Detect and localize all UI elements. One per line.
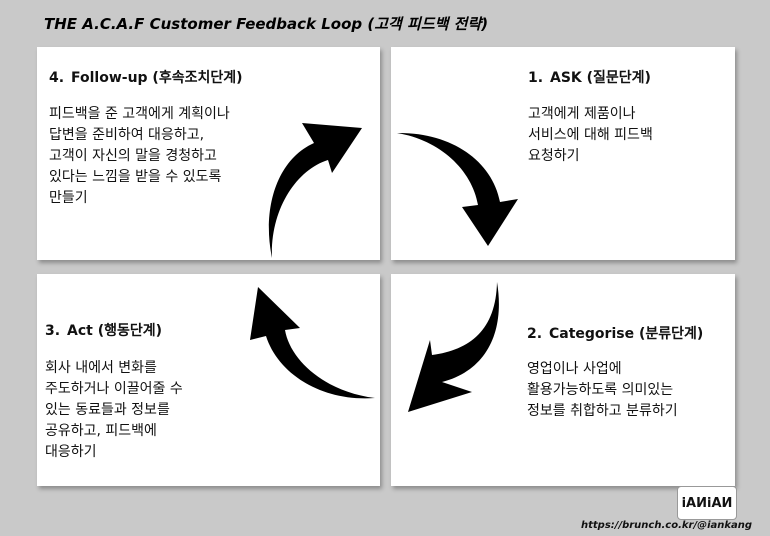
step-title: Act (행동단계) xyxy=(67,323,163,339)
diagram-title: THE A.C.A.F Customer Feedback Loop (고객 피… xyxy=(44,15,489,33)
step-heading: 1. ASK (질문단계) xyxy=(528,67,651,87)
step-description: 회사 내에서 변화를 주도하거나 이끌어줄 수 있는 동료들과 정보를 공유하고… xyxy=(45,360,183,460)
step-heading: 4. Follow-up (후속조치단계) xyxy=(49,67,243,87)
step-title: Categorise (분류단계) xyxy=(549,326,704,342)
source-url: https://brunch.co.kr/@iankang xyxy=(581,520,753,531)
arrow-act-to-follow-up-icon xyxy=(250,287,375,399)
step-number: 2. xyxy=(527,326,543,342)
step-number: 4. xyxy=(49,70,65,86)
arrow-categorise-to-act-icon xyxy=(408,282,499,412)
step-heading: 3. Act (행동단계) xyxy=(45,320,162,340)
step-title: ASK (질문단계) xyxy=(550,70,651,86)
step-description: 피드백을 준 고객에게 계획이나 답변을 준비하여 대응하고, 고객이 자신의 … xyxy=(49,106,230,206)
brand-logo: iAИiAИ xyxy=(677,486,737,520)
step-description: 영업이나 사업에 활용가능하도록 의미있는 정보를 취합하고 분류하기 xyxy=(527,361,678,419)
step-card-act: 3. Act (행동단계) 회사 내에서 변화를 주도하거나 이끌어줄 수 있는 … xyxy=(37,274,380,486)
step-heading: 2. Categorise (분류단계) xyxy=(527,323,703,343)
arrow-ask-to-categorise-icon xyxy=(397,132,518,246)
step-number: 1. xyxy=(528,70,544,86)
step-description: 고객에게 제품이나 서비스에 대해 피드백 요청하기 xyxy=(528,106,653,164)
logo-text: iAИiAИ xyxy=(681,495,733,511)
step-title: Follow-up (후속조치단계) xyxy=(71,70,243,86)
step-number: 3. xyxy=(45,323,61,339)
arrow-follow-up-to-ask-icon xyxy=(268,123,362,258)
